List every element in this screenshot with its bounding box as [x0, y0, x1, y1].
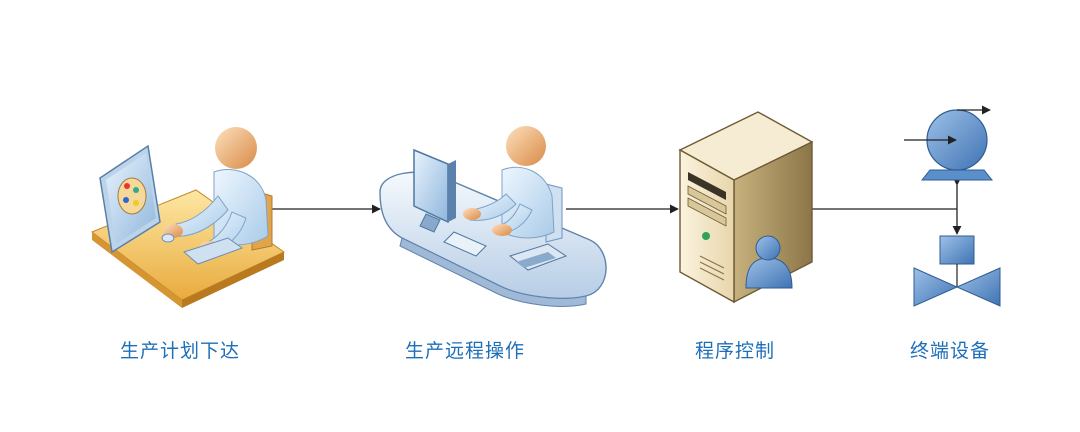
stage-label-program-control: 程序控制	[694, 340, 775, 362]
pump-valve-equipment-icon	[904, 105, 1001, 307]
server-with-user-icon	[678, 111, 814, 304]
planner-workstation-icon	[90, 127, 285, 308]
remote-operator-desk-icon	[379, 126, 607, 307]
stage-label-terminal-equipment: 终端设备	[909, 340, 990, 362]
stage-label-production-plan: 生产计划下达	[119, 340, 240, 362]
stage-label-remote-operation: 生产远程操作	[404, 340, 525, 362]
